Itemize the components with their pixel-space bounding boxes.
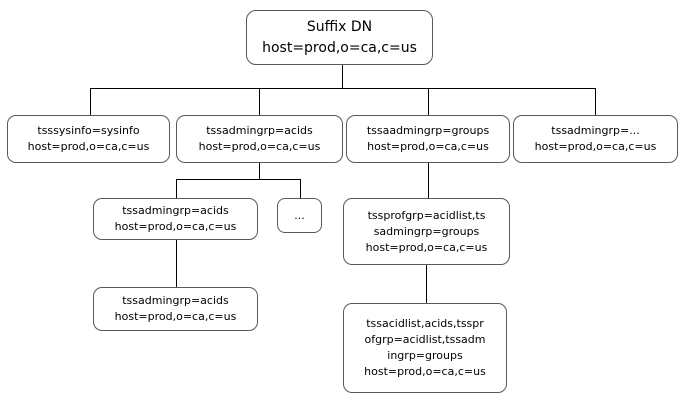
connector-line [595,88,596,115]
connector-line [428,88,429,115]
node-label-wrap: ofgrp=acidlist,tssadm [364,333,486,346]
connector-line [259,163,260,179]
connector-line [342,65,343,88]
node-dn: host=prod,o=ca,c=us [262,39,417,56]
node-suffix-dn: Suffix DN host=prod,o=ca,c=us [246,10,433,65]
node-tssacidlist-acids: tssacidlist,acids,tsspr ofgrp=acidlist,t… [343,303,507,393]
node-label: tssaadmingrp=groups [366,124,490,137]
node-label: tssacidlist,acids,tsspr [366,317,484,330]
node-dn: host=prod,o=ca,c=us [364,365,486,378]
connector-line [90,88,596,89]
connector-line [300,179,301,198]
connector-line [176,240,177,287]
node-label: tsssysinfo=sysinfo [37,124,140,137]
connector-line [259,88,260,115]
node-ellipsis: ... [277,198,322,233]
node-tssadmingrp-acids: tssadmingrp=acids host=prod,o=ca,c=us [176,115,343,163]
ellipsis-label: ... [294,208,305,222]
node-label: tssprofgrp=acidlist,ts [367,208,486,222]
node-label-wrap: sadmingrp=groups [373,224,480,238]
connector-line [176,179,301,180]
connector-line [428,163,429,198]
node-tssadmingrp-more: tssadmingrp=... host=prod,o=ca,c=us [513,115,678,163]
connector-line [90,88,91,115]
node-dn: host=prod,o=ca,c=us [27,140,150,153]
node-dn: host=prod,o=ca,c=us [114,310,237,323]
node-dn: host=prod,o=ca,c=us [534,140,657,153]
connector-line [176,179,177,198]
connector-line [426,265,427,303]
node-label: tssadmingrp=acids [122,204,229,217]
node-label: tssadmingrp=acids [122,294,229,307]
node-dn: host=prod,o=ca,c=us [365,240,488,254]
node-label: tssadmingrp=acids [206,124,313,137]
node-dn: host=prod,o=ca,c=us [198,140,321,153]
node-tssadmingrp-acids-grandchild: tssadmingrp=acids host=prod,o=ca,c=us [93,287,258,331]
node-tssaadmingrp-groups: tssaadmingrp=groups host=prod,o=ca,c=us [346,115,510,163]
node-tssprofgrp-acidlist: tssprofgrp=acidlist,ts sadmingrp=groups … [343,198,510,265]
node-dn: host=prod,o=ca,c=us [114,220,237,233]
node-tssadmingrp-acids-child: tssadmingrp=acids host=prod,o=ca,c=us [93,198,258,240]
node-label-wrap2: ingrp=groups [387,349,463,362]
node-dn: host=prod,o=ca,c=us [367,140,489,153]
node-tsssysinfo-sysinfo: tsssysinfo=sysinfo host=prod,o=ca,c=us [7,115,170,163]
node-label: Suffix DN [306,18,373,35]
node-label: tssadmingrp=... [551,124,640,137]
